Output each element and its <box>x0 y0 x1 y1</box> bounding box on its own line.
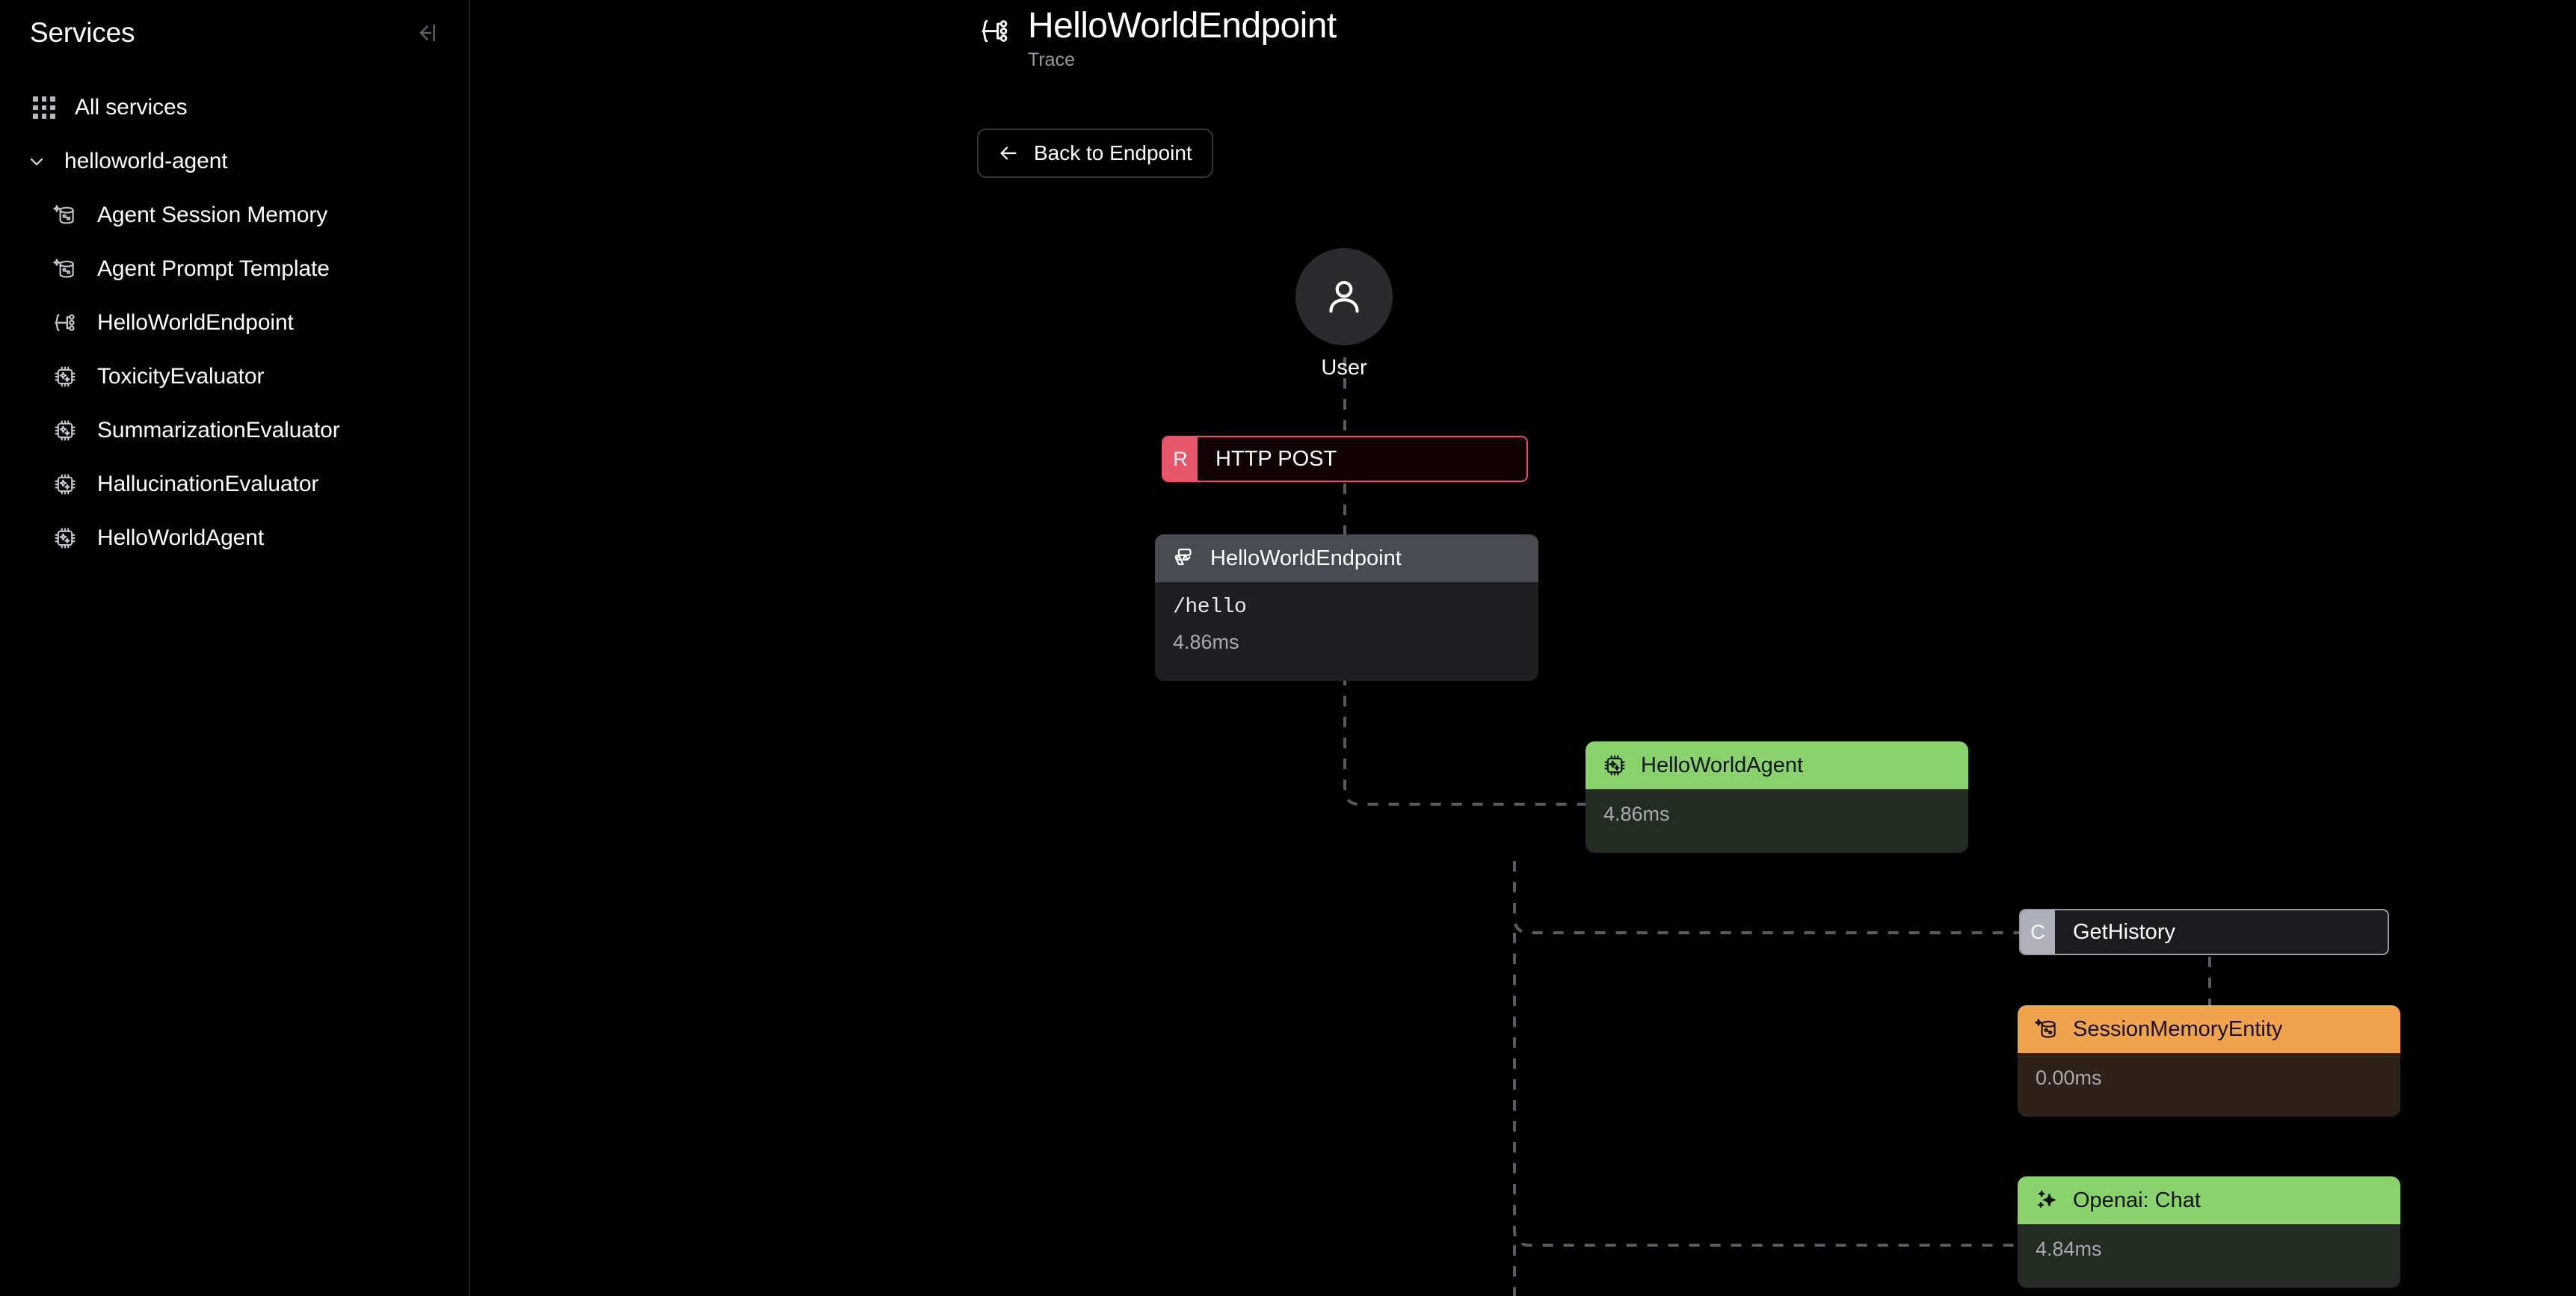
sidebar-item-label: ToxicityEvaluator <box>97 364 265 389</box>
sidebar-nav: All services helloworld-agent Agent Sess… <box>0 52 469 565</box>
back-to-endpoint-button[interactable]: Back to Endpoint <box>977 129 1213 178</box>
database-sparkle-icon <box>51 201 79 229</box>
database-sparkle-icon <box>51 255 79 283</box>
page-header: HelloWorldEndpoint Trace <box>979 6 1337 71</box>
endpoint-card-icon <box>1171 546 1197 571</box>
node-card-helloworldendpoint[interactable]: HelloWorldEndpoint /hello 4.86ms <box>1155 534 1538 681</box>
sidebar-header: Services <box>0 0 469 52</box>
span-kind-badge: C <box>2021 910 2055 954</box>
collapse-sidebar-icon[interactable] <box>406 13 446 53</box>
sidebar-item-all-services[interactable]: All services <box>0 81 469 135</box>
sidebar-item-label: HelloWorldEndpoint <box>97 310 294 335</box>
chip-sparkle-icon <box>51 362 79 391</box>
card-body: 0.00ms <box>2018 1053 2400 1117</box>
services-sidebar: Services All services helloworld-agent <box>0 0 470 1296</box>
sidebar-item-agent-prompt-template[interactable]: Agent Prompt Template <box>0 242 469 296</box>
arrow-left-icon <box>996 141 1020 165</box>
user-node[interactable]: User <box>1295 248 1393 380</box>
chevron-down-icon[interactable] <box>22 147 51 176</box>
span-duration: 4.86ms <box>1173 631 1239 653</box>
avatar <box>1295 248 1393 345</box>
endpoint-icon <box>979 15 1011 48</box>
card-title: SessionMemoryEntity <box>2073 1016 2283 1041</box>
sidebar-item-helloworldendpoint[interactable]: HelloWorldEndpoint <box>0 296 469 350</box>
sidebar-item-label: HelloWorldAgent <box>97 525 265 550</box>
user-icon <box>1329 280 1359 313</box>
sidebar-item-agent-session-memory[interactable]: Agent Session Memory <box>0 188 469 242</box>
sidebar-item-summarizationevaluator[interactable]: SummarizationEvaluator <box>0 404 469 457</box>
sidebar-item-hallucinationevaluator[interactable]: HallucinationEvaluator <box>0 457 469 511</box>
sidebar-item-label: Agent Prompt Template <box>97 256 330 281</box>
endpoint-icon <box>51 309 79 337</box>
span-bar-http-post[interactable]: R HTTP POST <box>1162 436 1528 482</box>
card-title: HelloWorldEndpoint <box>1210 546 1402 570</box>
sidebar-item-label: All services <box>75 95 188 120</box>
span-duration: 0.00ms <box>2036 1067 2102 1089</box>
card-header: HelloWorldEndpoint <box>1155 534 1538 582</box>
card-body: /hello 4.86ms <box>1155 582 1538 681</box>
sidebar-group-label: helloworld-agent <box>64 149 228 173</box>
card-title: HelloWorldAgent <box>1641 753 1804 777</box>
sidebar-item-helloworldagent[interactable]: HelloWorldAgent <box>0 511 469 565</box>
card-title: Openai: Chat <box>2073 1188 2201 1212</box>
span-duration: 4.84ms <box>2036 1238 2102 1260</box>
sidebar-group-helloworld-agent[interactable]: helloworld-agent <box>0 135 469 188</box>
node-card-openai-chat[interactable]: Openai: Chat 4.84ms <box>2018 1176 2400 1288</box>
main-content: HelloWorldEndpoint Trace Back to Endpoin… <box>470 0 2576 1296</box>
back-to-endpoint-label: Back to Endpoint <box>1034 141 1192 164</box>
user-node-label: User <box>1321 356 1367 380</box>
card-body: 4.86ms <box>1586 789 1968 853</box>
node-card-sessionmemoryentity[interactable]: SessionMemoryEntity 0.00ms <box>2018 1005 2400 1117</box>
chip-sparkle-icon <box>1602 753 1627 778</box>
sidebar-item-label: SummarizationEvaluator <box>97 418 340 442</box>
span-bar-label: HTTP POST <box>1198 437 1526 481</box>
endpoint-path: /hello <box>1173 596 1247 619</box>
sidebar-item-label: Agent Session Memory <box>97 203 328 227</box>
sparkles-icon <box>2034 1188 2059 1213</box>
sidebar-item-toxicityevaluator[interactable]: ToxicityEvaluator <box>0 350 469 404</box>
card-header: HelloWorldAgent <box>1586 741 1968 789</box>
chip-sparkle-icon <box>51 470 79 499</box>
span-bar-label: GetHistory <box>2055 910 2388 954</box>
grid-dots-icon <box>30 93 58 122</box>
chip-sparkle-icon <box>51 524 79 552</box>
page-subtitle: Trace <box>1028 49 1075 70</box>
span-duration: 4.86ms <box>1603 803 1670 825</box>
chip-sparkle-icon <box>51 416 79 445</box>
card-header: Openai: Chat <box>2018 1176 2400 1224</box>
span-kind-badge: R <box>1163 437 1198 481</box>
database-sparkle-icon <box>2034 1016 2059 1042</box>
span-bar-gethistory[interactable]: C GetHistory <box>2019 909 2389 955</box>
sidebar-title: Services <box>30 17 135 48</box>
card-header: SessionMemoryEntity <box>2018 1005 2400 1053</box>
card-body: 4.84ms <box>2018 1224 2400 1288</box>
trace-graph-canvas[interactable]: User R HTTP POST <box>470 0 2576 1296</box>
page-title: HelloWorldEndpoint <box>1028 6 1337 46</box>
sidebar-item-label: HallucinationEvaluator <box>97 472 319 496</box>
node-card-helloworldagent[interactable]: HelloWorldAgent 4.86ms <box>1586 741 1968 853</box>
